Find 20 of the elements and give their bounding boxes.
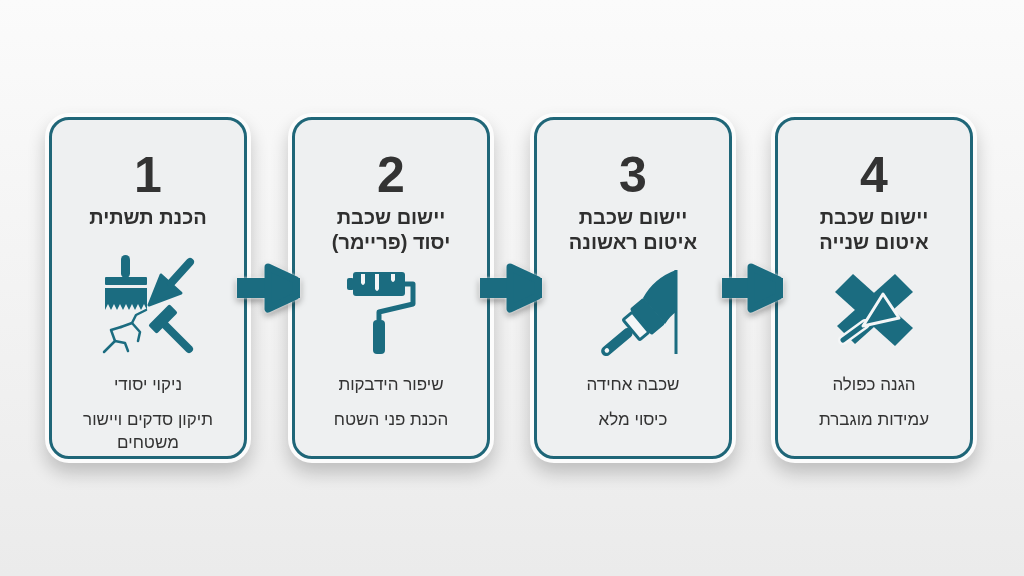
step-description: הגנה כפולה bbox=[832, 374, 916, 396]
step-number: 4 bbox=[860, 150, 888, 200]
step-description: הכנת פני השטח bbox=[333, 409, 449, 431]
step-number: 3 bbox=[619, 150, 647, 200]
step-title: הכנת תשתית bbox=[89, 205, 207, 230]
step-number: 2 bbox=[377, 150, 405, 200]
step-description: ניקוי יסודי bbox=[113, 374, 183, 396]
step-card bbox=[771, 113, 977, 463]
step-description: תיקון סדקים ויישור משטחים bbox=[82, 409, 214, 454]
step-title: יישום שכבת יסוד (פריימר) bbox=[330, 205, 452, 255]
step-description: שכבה אחידה bbox=[586, 374, 680, 396]
step-description: שיפור הידבקות bbox=[338, 374, 444, 396]
step-card bbox=[530, 113, 736, 463]
step-card bbox=[45, 113, 251, 463]
step-description: עמידות מוגברת bbox=[818, 409, 930, 431]
step-description: כיסוי מלא bbox=[598, 409, 668, 431]
step-title: יישום שכבת איטום ראשונה bbox=[567, 205, 699, 255]
step-number: 1 bbox=[134, 150, 162, 200]
step-title: יישום שכבת איטום שנייה bbox=[818, 205, 930, 255]
step-card bbox=[288, 113, 494, 463]
